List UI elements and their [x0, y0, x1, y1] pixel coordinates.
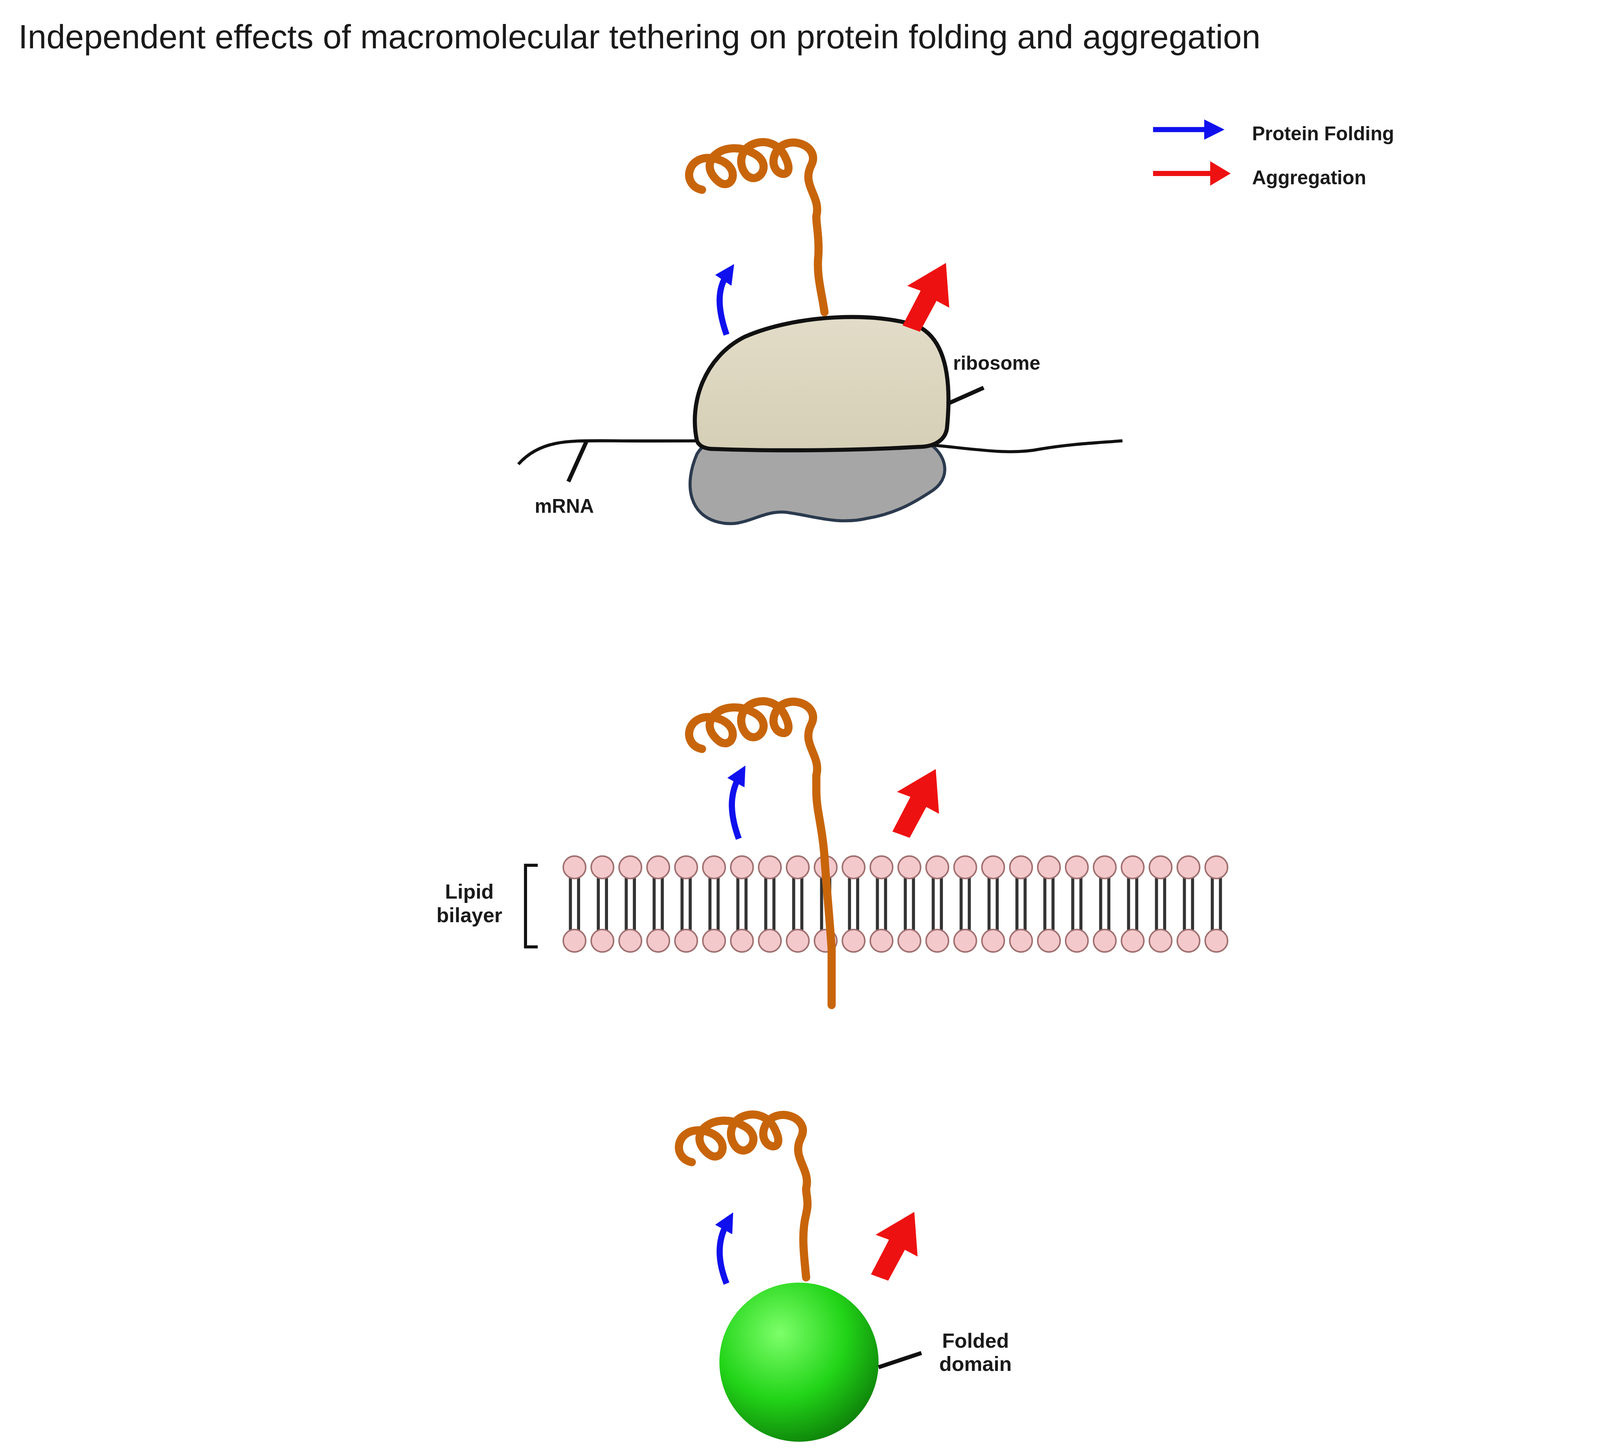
lipid-bilayer-illustration	[525, 701, 1228, 1006]
part-label: mRNA	[534, 494, 594, 518]
part-label: ribosome	[953, 352, 1041, 375]
legend-text: Protein Folding	[1252, 122, 1395, 146]
ribosome-illustration	[518, 142, 1123, 524]
folded-domain-illustration	[678, 1114, 932, 1443]
legend-swatch	[1153, 128, 1215, 131]
part-label: Folded domain	[918, 1329, 1033, 1377]
title: Independent effects of macromolecular te…	[18, 17, 1261, 57]
part-label: Lipid bilayer	[416, 880, 523, 928]
legend-text: Aggregation	[1252, 166, 1367, 189]
legend-swatch	[1153, 161, 1231, 186]
